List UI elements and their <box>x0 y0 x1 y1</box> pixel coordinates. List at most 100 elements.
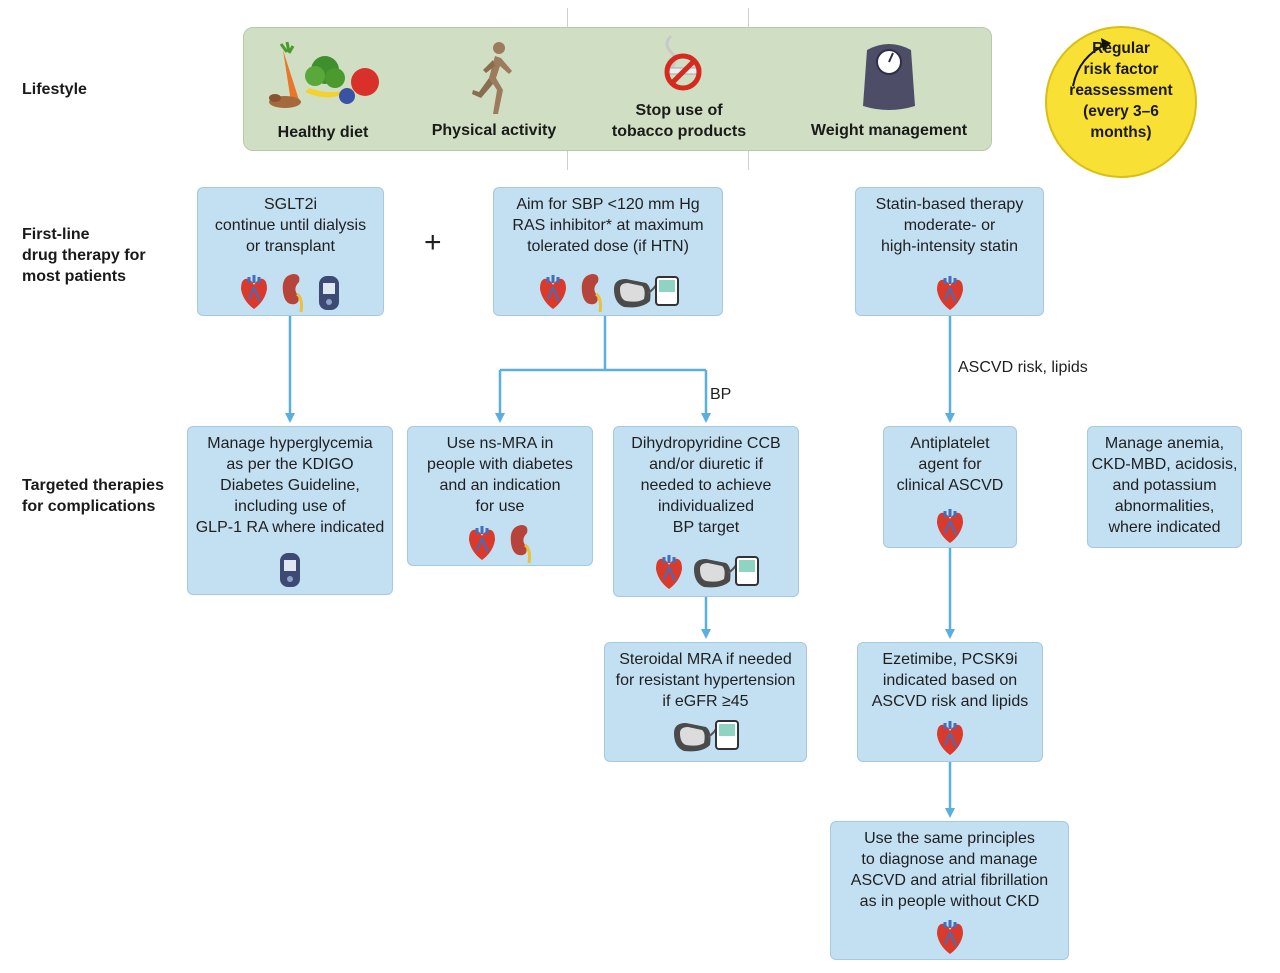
kidney-icon <box>509 523 531 565</box>
box-line: including use of <box>234 498 346 515</box>
lifestyle-physical-activity: Physical activity <box>424 40 564 141</box>
box-text: Ezetimibe, PCSK9i indicated based on ASCVD… <box>858 649 1042 712</box>
box-line: SGLT2i <box>263 196 318 213</box>
box-line: for resistant hypertension <box>615 672 796 689</box>
box-line: if eGFR ≥45 <box>662 693 749 710</box>
box-line: BP target <box>672 519 740 536</box>
box-line: agent for <box>918 456 982 473</box>
box-icons <box>856 274 1043 314</box>
box-manage-anemia: Manage anemia, CKD-MBD, acidosis, and pota… <box>1087 426 1242 548</box>
box-line: as per the KDIGO <box>226 456 354 473</box>
box-text: Antiplatelet agent for clinical ASCVD <box>884 433 1016 496</box>
box-line: Antiplatelet <box>910 435 990 452</box>
lifestyle-stop-tobacco: Stop use of tobacco products <box>597 34 761 142</box>
heart-icon <box>935 274 964 312</box>
kidney-icon <box>280 272 303 314</box>
box-same-principles: Use the same principles to diagnose and m… <box>830 821 1069 960</box>
row-label-targeted: Targeted therapies for complications <box>22 477 164 515</box>
box-line: where indicated <box>1108 519 1221 536</box>
box-line: Use the same principles <box>864 830 1035 847</box>
kidney-icon <box>580 272 602 314</box>
box-line: clinical ASCVD <box>896 477 1004 494</box>
heart-icon <box>935 719 965 757</box>
box-steroidal-mra: Steroidal MRA if needed for resistant hyp… <box>604 642 807 762</box>
circular-arrow-icon <box>1072 38 1111 87</box>
box-line: Ezetimibe, PCSK9i <box>882 651 1018 668</box>
box-dihydropyridine-ccb: Dihydropyridine CCB and/or diuretic if nee… <box>613 426 799 597</box>
box-text: Aim for SBP <120 mm Hg RAS inhibitor* at … <box>494 194 722 257</box>
box-sglt2i: SGLT2i continue until dialysis or transpla… <box>197 187 384 316</box>
lifestyle-weight-management: Weight management <box>800 40 978 141</box>
box-line: continue until dialysis <box>214 217 367 234</box>
blood-pressure-monitor-icon <box>672 720 739 753</box>
box-text: Manage hyperglycemia as per the KDIGO Diab… <box>188 433 392 538</box>
box-line: and an indication <box>439 477 561 494</box>
row-label-first-line: First-line drug therapy for most patient… <box>22 226 146 285</box>
box-line: moderate- or <box>903 217 996 234</box>
box-line: Aim for SBP <120 mm Hg <box>516 196 700 213</box>
box-line: Manage anemia, <box>1104 435 1225 452</box>
glucose-meter-icon <box>318 276 339 310</box>
box-ns-mra: Use ns-MRA in people with diabetes and an … <box>407 426 593 566</box>
box-line: and/or diuretic if <box>649 456 763 473</box>
box-icons <box>858 719 1042 759</box>
blood-pressure-monitor-icon <box>693 556 759 589</box>
box-line: ASCVD and atrial fibrillation <box>850 872 1049 889</box>
box-line: tolerated dose (if HTN) <box>527 238 689 255</box>
running-person-icon <box>472 42 512 114</box>
box-line: ASCVD risk and lipids <box>871 693 1029 710</box>
heart-icon <box>538 273 568 311</box>
box-text: Use the same principles to diagnose and m… <box>831 828 1068 912</box>
weighing-scale-icon <box>863 44 915 110</box>
box-line: Manage hyperglycemia <box>207 435 373 452</box>
box-line: Steroidal MRA if needed <box>619 651 792 668</box>
box-line: as in people without CKD <box>859 893 1040 910</box>
box-line: RAS inhibitor* at maximum <box>512 217 704 234</box>
box-line: needed to achieve <box>640 477 772 494</box>
glucose-meter-icon <box>280 553 300 587</box>
box-line: individualized <box>657 498 755 515</box>
box-icons <box>605 719 806 755</box>
row-label-lifestyle: Lifestyle <box>22 81 87 98</box>
blood-pressure-monitor-icon <box>613 276 679 309</box>
risk-factor-reassessment-badge: Regular risk factor reassessment (every … <box>1045 26 1197 178</box>
box-hyperglycemia: Manage hyperglycemia as per the KDIGO Diab… <box>187 426 393 595</box>
heart-icon <box>935 507 965 545</box>
box-line: or transplant <box>246 238 335 255</box>
box-antiplatelet: Antiplatelet agent for clinical ASCVD <box>883 426 1017 548</box>
box-line: and potassium <box>1112 477 1217 494</box>
box-icons <box>494 272 722 314</box>
heart-icon <box>935 918 964 956</box>
box-line: to diagnose and manage <box>861 851 1038 868</box>
box-text: Use ns-MRA in people with diabetes and an … <box>408 433 592 517</box>
box-text: Steroidal MRA if needed for resistant hyp… <box>605 649 806 712</box>
heart-icon <box>239 273 268 311</box>
box-icons <box>198 272 383 314</box>
box-line: indicated based on <box>882 672 1018 689</box>
box-text: SGLT2i continue until dialysis or transpla… <box>198 194 383 257</box>
box-statin: Statin-based therapy moderate- or high-int… <box>855 187 1044 316</box>
box-line: GLP-1 RA where indicated <box>195 519 385 536</box>
plus-sign: + <box>424 226 442 259</box>
box-line: people with diabetes <box>427 456 573 473</box>
box-line: Diabetes Guideline, <box>220 477 360 494</box>
box-icons <box>408 523 592 565</box>
box-line: CKD-MBD, acidosis, <box>1091 456 1238 473</box>
box-line: high-intensity statin <box>881 238 1018 255</box>
box-line: Dihydropyridine CCB <box>631 435 781 452</box>
box-text: Manage anemia, CKD-MBD, acidosis, and pota… <box>1088 433 1241 538</box>
box-icons <box>884 507 1016 547</box>
heart-icon <box>654 553 684 591</box>
box-text: Dihydropyridine CCB and/or diuretic if nee… <box>614 433 798 538</box>
box-text: Statin-based therapy moderate- or high-int… <box>856 194 1043 257</box>
heart-icon <box>467 524 497 562</box>
box-line: for use <box>475 498 525 515</box>
box-line: Use ns-MRA in <box>446 435 554 452</box>
connector-label-ascvd-lipids: ASCVD risk, lipids <box>958 359 1088 376</box>
box-icons <box>831 918 1068 958</box>
box-line: Statin-based therapy <box>875 196 1024 213</box>
box-ras-inhibitor: Aim for SBP <120 mm Hg RAS inhibitor* at … <box>493 187 723 316</box>
connector-label-bp: BP <box>710 386 732 403</box>
box-icons <box>188 551 392 589</box>
